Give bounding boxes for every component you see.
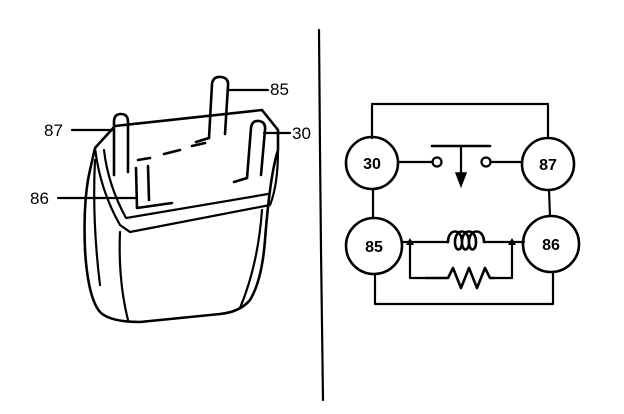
top-slot-dash-2	[162, 148, 182, 156]
pin-label-86: 86	[30, 189, 49, 208]
pin-label-85: 85	[270, 80, 289, 99]
switch-contact-left	[431, 156, 443, 168]
relay-schematic: 30 87 85 86	[344, 102, 581, 306]
terminal-87-circle	[520, 136, 576, 192]
pin-label-30: 30	[292, 124, 311, 143]
relay-top-rim	[93, 146, 280, 234]
relay-side-edge-left	[118, 230, 130, 322]
resistor-icon	[424, 266, 496, 290]
pin-30-blade	[245, 119, 267, 180]
terminal-87-label: 87	[539, 157, 557, 174]
pin-85-blade	[207, 75, 230, 140]
coil-wire-left	[400, 240, 428, 280]
schematic-top-wire	[370, 102, 550, 140]
pin-87-blade	[112, 112, 130, 177]
pin-30-base	[232, 176, 249, 184]
relay-top-inner-rim	[102, 148, 270, 220]
relay-body-drawing: 87 85 30 86	[30, 75, 311, 324]
pin-label-87: 87	[44, 121, 63, 140]
terminal-85-circle	[344, 216, 404, 276]
panel-divider	[317, 28, 325, 402]
relay-housing	[83, 108, 280, 324]
relay-front-edge	[93, 158, 102, 287]
terminal-30-label: 30	[363, 156, 381, 173]
schematic-bottom-wire	[373, 270, 555, 306]
wire-87-86	[547, 188, 552, 218]
pin-86-blade-inner	[146, 164, 151, 202]
pin-86-blade	[134, 166, 174, 210]
coil-wire-right	[492, 240, 526, 280]
top-slot-dash-3	[190, 141, 207, 148]
top-slot-dash-1	[136, 156, 152, 162]
terminal-85-label: 85	[365, 239, 383, 256]
pin-85-base	[194, 136, 211, 144]
terminal-86-label: 86	[542, 237, 560, 254]
relay-side-edge-right	[238, 208, 264, 310]
switch-actuator-arrow	[454, 172, 468, 189]
coil-icon	[446, 230, 486, 251]
switch-contact-right	[480, 156, 492, 168]
terminal-86-circle	[521, 214, 581, 274]
